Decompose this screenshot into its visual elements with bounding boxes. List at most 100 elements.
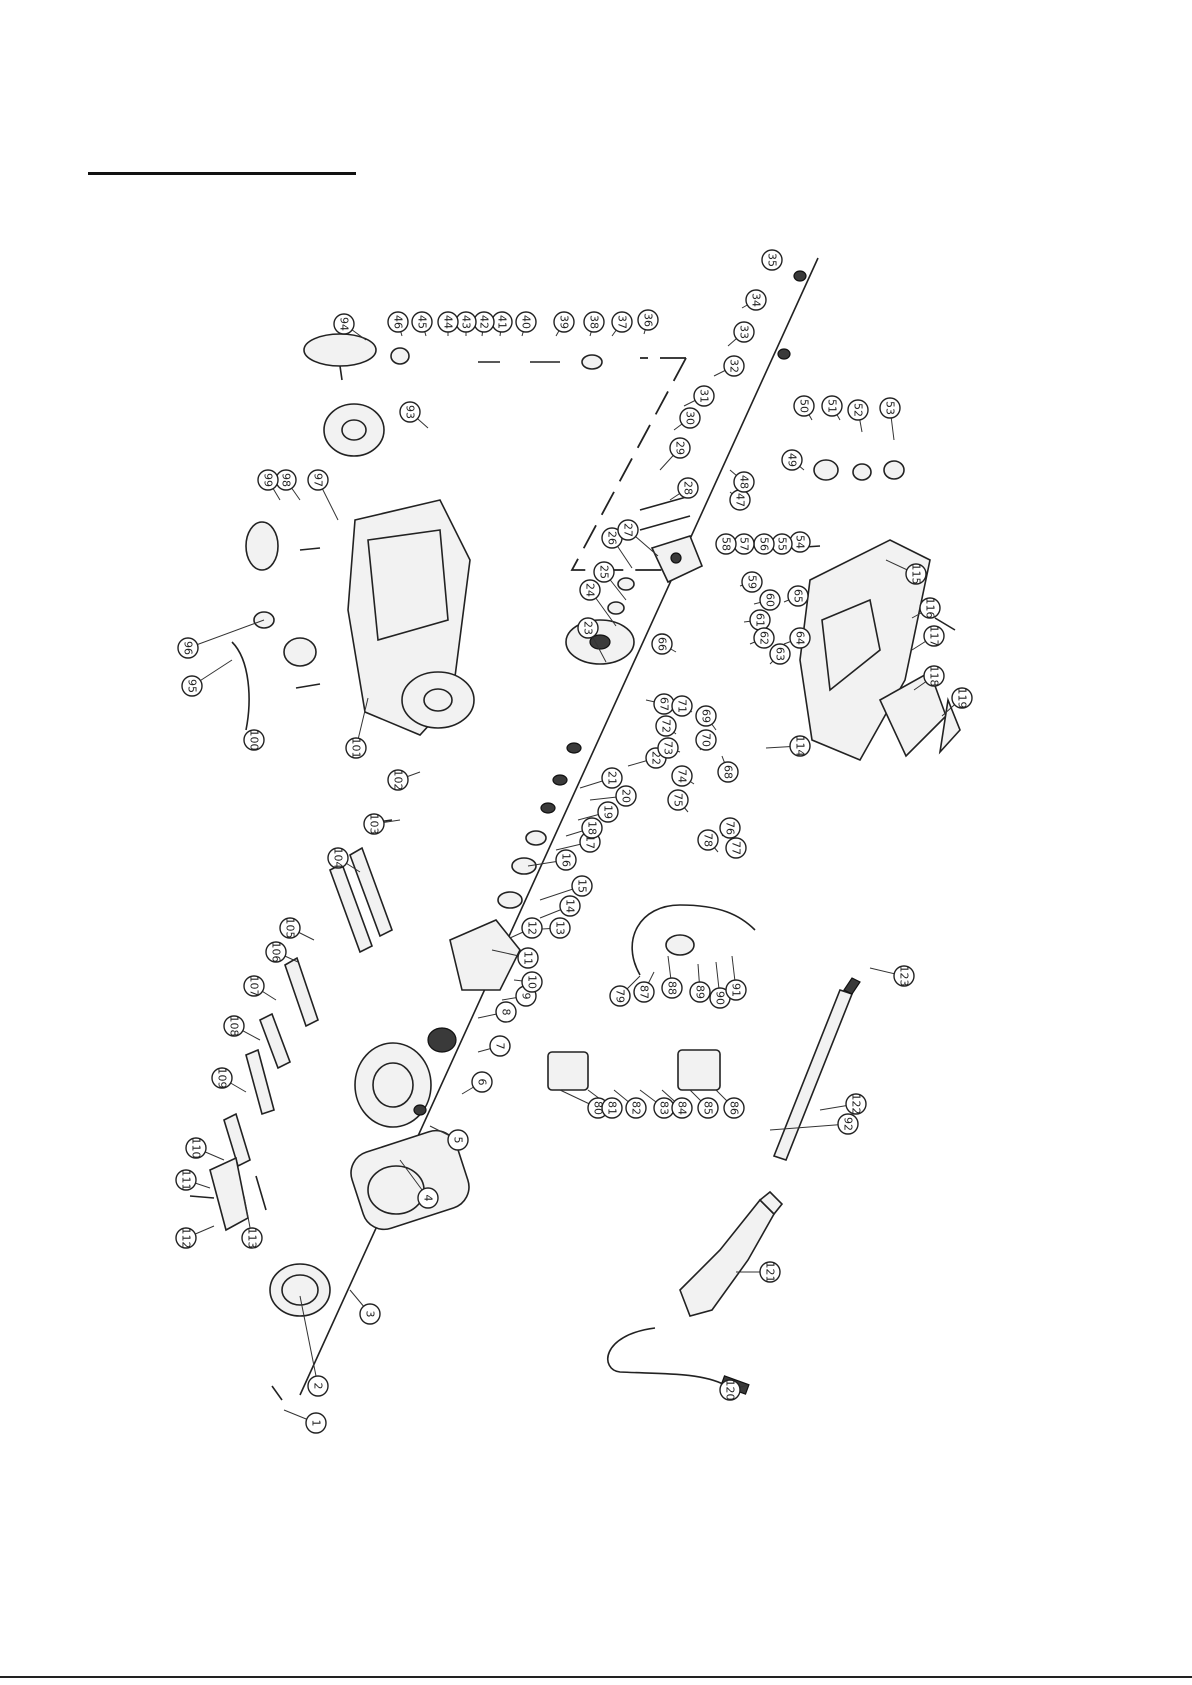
callout-7: 7: [489, 1035, 511, 1057]
callout-label-93: 93: [404, 405, 417, 419]
callout-label-79: 79: [614, 989, 627, 1003]
callout-label-45: 45: [416, 315, 429, 329]
callout-30: 30: [679, 407, 701, 429]
callout-label-67: 67: [658, 697, 671, 711]
callout-label-15: 15: [576, 879, 589, 893]
callout-label-25: 25: [598, 565, 611, 579]
callout-40: 40: [515, 311, 537, 333]
callout-49: 49: [781, 449, 803, 471]
callout-29: 29: [669, 437, 691, 459]
callout-label-22: 22: [650, 751, 663, 765]
callout-61: 61: [749, 609, 771, 631]
callout-label-77: 77: [730, 841, 743, 855]
leader-line-96: [187, 619, 265, 649]
callout-55: 55: [771, 533, 793, 555]
callout-label-100: 100: [248, 730, 261, 751]
callout-48: 48: [733, 471, 755, 493]
callout-97: 97: [307, 469, 329, 491]
callout-15: 15: [571, 875, 593, 897]
callout-120: 120: [719, 1379, 741, 1401]
callout-91: 91: [725, 979, 747, 1001]
callout-115: 115: [905, 563, 927, 585]
callout-28: 28: [677, 477, 699, 499]
callout-66: 66: [651, 633, 673, 655]
callout-26: 26: [601, 527, 623, 549]
callout-label-76: 76: [724, 821, 737, 835]
callout-label-28: 28: [682, 481, 695, 495]
callout-label-16: 16: [560, 853, 573, 867]
callout-57: 57: [733, 533, 755, 555]
callout-24: 24: [579, 579, 601, 601]
callout-87: 87: [633, 981, 655, 1003]
callout-36: 36: [637, 309, 659, 331]
callout-47: 47: [729, 489, 751, 511]
callout-label-78: 78: [702, 833, 715, 847]
callout-53: 53: [879, 397, 901, 419]
callout-16: 16: [555, 849, 577, 871]
callout-label-87: 87: [638, 985, 651, 999]
inlet-connector-shape: [245, 521, 317, 667]
callout-50: 50: [793, 395, 815, 417]
callout-label-41: 41: [496, 315, 509, 329]
callout-label-26: 26: [606, 531, 619, 545]
callout-75: 75: [667, 789, 689, 811]
callout-85: 85: [697, 1097, 719, 1119]
callout-label-73: 73: [662, 741, 675, 755]
callout-38: 38: [583, 311, 605, 333]
callout-58: 58: [715, 533, 737, 555]
callout-label-50: 50: [798, 399, 811, 413]
callout-label-120: 120: [724, 1380, 737, 1401]
callout-34: 34: [745, 289, 767, 311]
callout-label-89: 89: [694, 985, 707, 999]
callout-4: 4: [417, 1187, 439, 1209]
right-cover-shape: [799, 539, 931, 762]
callout-label-56: 56: [758, 537, 771, 551]
callout-label-82: 82: [630, 1101, 643, 1115]
callout-label-52: 52: [852, 403, 865, 417]
callout-106: 106: [265, 941, 287, 963]
callout-label-95: 95: [186, 679, 199, 693]
callout-31: 31: [693, 385, 715, 407]
callout-label-104: 104: [332, 848, 345, 869]
callout-60: 60: [759, 589, 781, 611]
callout-label-109: 109: [216, 1068, 229, 1089]
callout-79: 79: [609, 985, 631, 1007]
callout-label-6: 6: [476, 1079, 489, 1086]
callout-label-122: 122: [850, 1094, 863, 1115]
callout-33: 33: [733, 321, 755, 343]
callout-45: 45: [411, 311, 433, 333]
callout-label-44: 44: [442, 315, 455, 329]
callout-21: 21: [601, 767, 623, 789]
callout-94: 94: [333, 313, 355, 335]
callout-39: 39: [553, 311, 575, 333]
callout-label-97: 97: [312, 473, 325, 487]
callout-label-123: 123: [898, 966, 911, 987]
callout-label-48: 48: [738, 475, 751, 489]
callout-69: 69: [695, 705, 717, 727]
callout-11: 11: [517, 947, 539, 969]
callout-label-20: 20: [620, 789, 633, 803]
callout-label-33: 33: [738, 325, 751, 339]
callout-label-7: 7: [494, 1043, 507, 1050]
callout-label-61: 61: [754, 613, 767, 627]
callout-label-99: 99: [262, 473, 275, 487]
callout-46: 46: [387, 311, 409, 333]
page-bottom-rule: [0, 1676, 1192, 1678]
leader-line-2: [299, 1295, 319, 1387]
callout-54: 54: [789, 531, 811, 553]
callout-111: 111: [175, 1169, 197, 1191]
callout-121: 121: [759, 1261, 781, 1283]
callout-label-54: 54: [794, 535, 807, 549]
callout-14: 14: [559, 895, 581, 917]
callout-label-14: 14: [564, 899, 577, 913]
callout-label-1: 1: [310, 1420, 323, 1427]
callout-70: 70: [695, 729, 717, 751]
callout-116: 116: [919, 597, 941, 619]
callout-73: 73: [657, 737, 679, 759]
callout-82: 82: [625, 1097, 647, 1119]
callout-92: 92: [837, 1113, 859, 1135]
callout-83: 83: [653, 1097, 675, 1119]
callout-label-43: 43: [460, 315, 473, 329]
callout-label-75: 75: [672, 793, 685, 807]
